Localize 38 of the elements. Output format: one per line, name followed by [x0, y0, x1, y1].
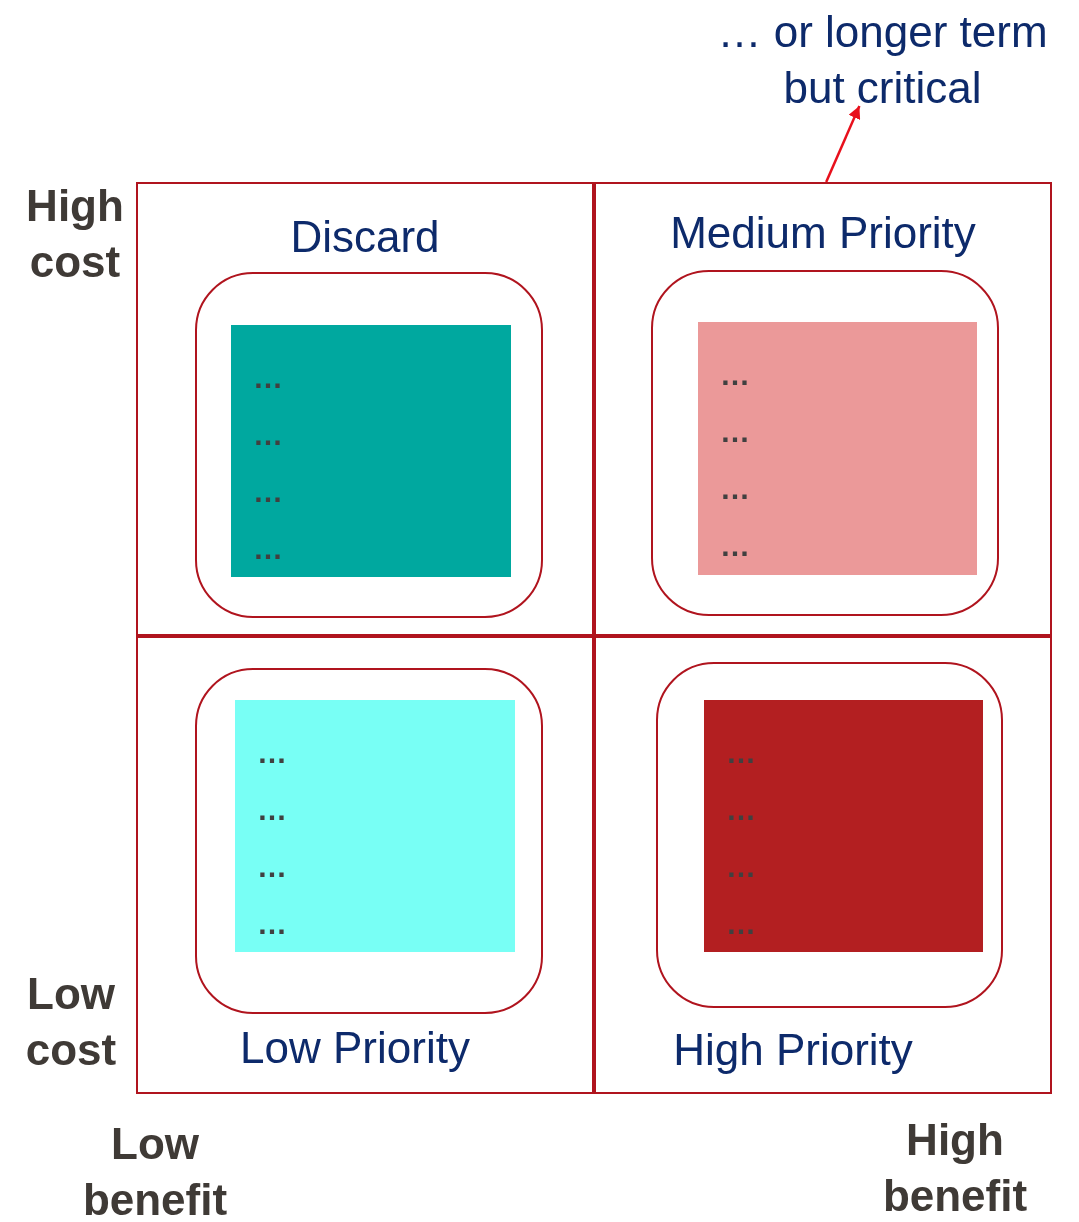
- ellipsis-text: …: [253, 477, 288, 507]
- callout-text: … or longer term but critical: [690, 4, 1075, 116]
- rounded-frame: [651, 270, 999, 616]
- quadrant-title: High Priority: [673, 1025, 913, 1075]
- axis-label: Low benefit: [81, 1118, 229, 1222]
- quadrant-panel: [136, 636, 594, 1094]
- quadrant-title: Discard: [290, 212, 440, 262]
- quadrant-panel: [136, 182, 594, 636]
- ellipsis-text: …: [253, 420, 288, 450]
- leader-arrow: [825, 105, 861, 183]
- rounded-frame: [195, 272, 543, 618]
- ellipsis-text: …: [726, 909, 761, 939]
- colored-panel: [698, 322, 977, 575]
- colored-panel: [704, 700, 983, 952]
- quadrant-panel: [594, 636, 1052, 1094]
- ellipsis-text: …: [720, 417, 755, 447]
- colored-panel: [231, 325, 511, 577]
- rounded-frame: [195, 668, 543, 1014]
- ellipsis-text: …: [720, 474, 755, 504]
- ellipsis-text: …: [253, 363, 288, 393]
- ellipsis-text: …: [726, 738, 761, 768]
- axis-label: High cost: [25, 180, 125, 288]
- rounded-frame: [656, 662, 1003, 1008]
- quadrant-title: Medium Priority: [670, 208, 976, 258]
- ellipsis-text: …: [253, 534, 288, 564]
- ellipsis-text: …: [257, 909, 292, 939]
- quadrant-panel: [594, 182, 1052, 636]
- ellipsis-text: …: [257, 852, 292, 882]
- ellipsis-text: …: [720, 360, 755, 390]
- ellipsis-text: …: [257, 738, 292, 768]
- quadrant-title: Low Priority: [240, 1023, 470, 1073]
- axis-label: Low cost: [24, 968, 118, 1076]
- ellipsis-text: …: [726, 852, 761, 882]
- ellipsis-text: …: [720, 531, 755, 561]
- ellipsis-text: …: [726, 795, 761, 825]
- ellipsis-text: …: [257, 795, 292, 825]
- colored-panel: [235, 700, 515, 952]
- axis-label: High benefit: [881, 1114, 1029, 1222]
